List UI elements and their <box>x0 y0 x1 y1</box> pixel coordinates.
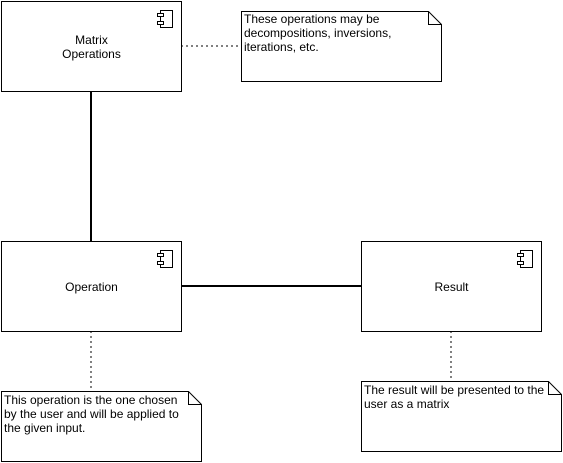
note-text-matrix-operations: These operations may be decompositions, … <box>244 12 392 54</box>
note-text-operation: This operation is the one chosen by the … <box>4 393 179 435</box>
component-operation[interactable]: Operation <box>1 241 182 332</box>
component-result[interactable]: Result <box>361 241 542 332</box>
component-icon <box>517 250 533 268</box>
component-label: Operation <box>65 279 118 294</box>
component-label: Result <box>434 279 469 294</box>
note-result <box>361 381 562 452</box>
component-icon <box>157 10 173 28</box>
component-label: Matrix Operations <box>62 32 121 61</box>
note-matrix-operations <box>241 11 442 82</box>
component-icon <box>157 250 173 268</box>
note-operation <box>1 391 202 462</box>
note-text-result: The result will be presented to the user… <box>364 383 545 411</box>
component-matrix-operations[interactable]: Matrix Operations <box>1 1 182 92</box>
